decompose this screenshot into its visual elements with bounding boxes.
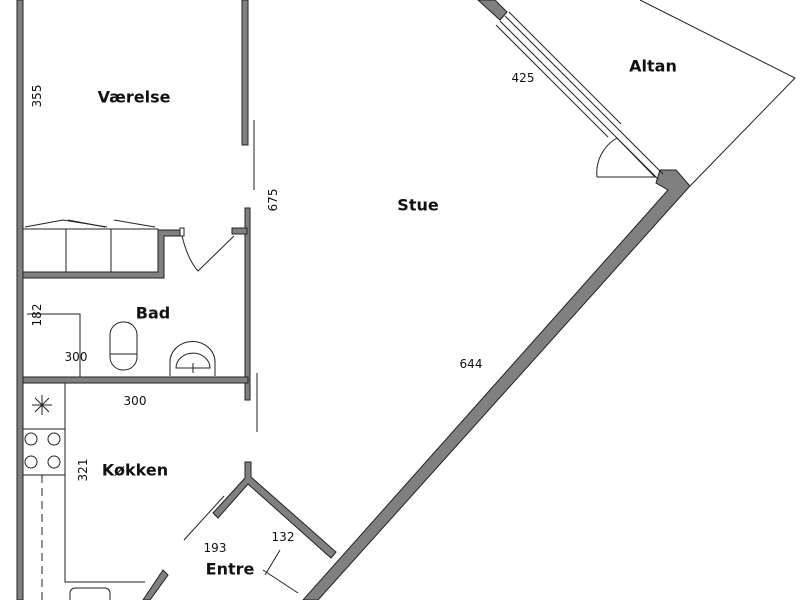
room-label-koekken: Køkken xyxy=(101,460,169,480)
dim-bad-width: 300 xyxy=(64,350,88,364)
room-label-vaerelse: Værelse xyxy=(97,87,171,107)
door-altan xyxy=(596,127,664,180)
dim-line-bad xyxy=(27,313,81,377)
wall-vaerelse-right xyxy=(241,0,249,146)
dim-stue-diagonal: 644 xyxy=(459,357,483,371)
wall-bad-right xyxy=(244,207,251,401)
wall-bad-bottom xyxy=(22,376,249,384)
room-label-altan: Altan xyxy=(629,56,677,76)
sink xyxy=(169,341,216,376)
room-label-entre: Entre xyxy=(205,559,255,579)
wardrobe xyxy=(22,219,159,273)
dim-altan-window: 425 xyxy=(511,71,535,85)
dim-line-entre xyxy=(264,549,281,576)
wall-bad-stub xyxy=(231,227,248,235)
dim-entre-width: 193 xyxy=(203,541,227,555)
door-entre-closet xyxy=(183,495,225,541)
wall-stue-diagonal xyxy=(302,169,691,600)
kitchen-counter xyxy=(23,382,145,600)
room-label-stue: Stue xyxy=(397,195,439,215)
dim-entre-closet: 132 xyxy=(271,530,295,544)
wall-vaerelse-bottom xyxy=(22,229,181,279)
wall-left xyxy=(16,0,24,600)
door-bad xyxy=(179,227,235,272)
kitchen-sink xyxy=(69,587,111,600)
dim-koekken-height: 321 xyxy=(76,458,90,482)
wall-top xyxy=(477,0,508,21)
dim-bad-height: 182 xyxy=(30,303,44,327)
stove xyxy=(24,432,61,469)
wall-entre xyxy=(212,461,337,559)
toilet xyxy=(109,321,138,371)
dim-vaerelse-height: 355 xyxy=(30,84,44,108)
window-altan xyxy=(495,11,622,138)
dim-stue-wall: 675 xyxy=(266,188,280,212)
wall-entre-left xyxy=(142,569,169,600)
room-label-bad: Bad xyxy=(135,303,171,323)
altan-outline xyxy=(639,0,796,187)
dim-koekken-width: 300 xyxy=(123,394,147,408)
door-entre xyxy=(262,569,299,594)
